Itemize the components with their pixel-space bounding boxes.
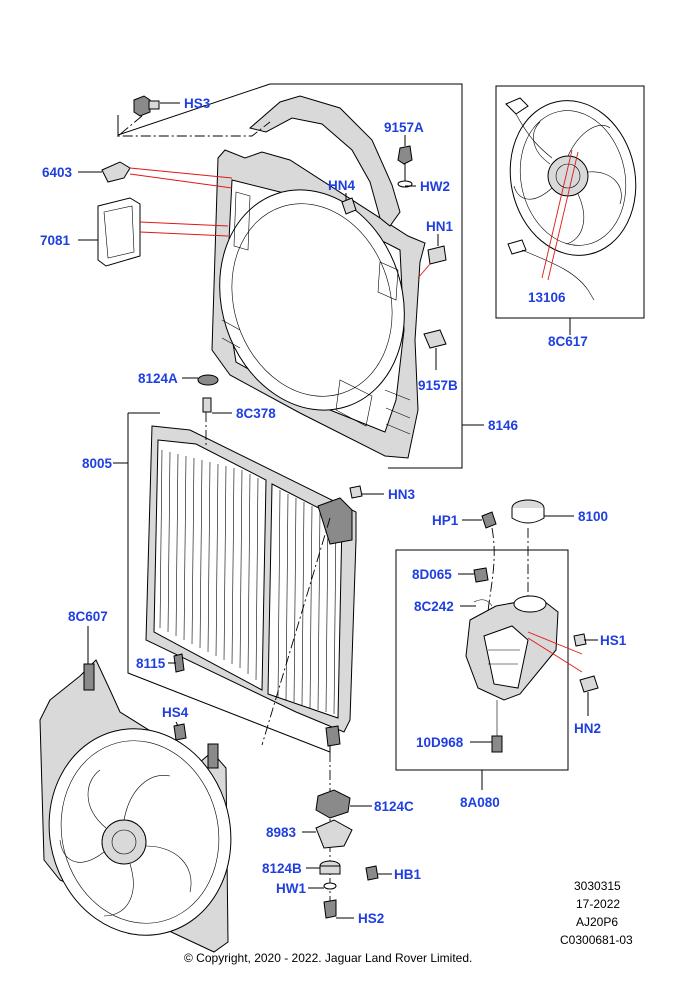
callout-9157B[interactable]: 9157B <box>418 378 458 393</box>
callout-6403[interactable]: 6403 <box>42 165 73 180</box>
callout-8C378[interactable]: 8C378 <box>236 406 276 421</box>
expansion-tank <box>465 595 583 701</box>
nut-hn1 <box>417 245 447 279</box>
sensor-10D968 <box>491 700 503 753</box>
clip-9157B <box>423 329 447 349</box>
callout-8146[interactable]: 8146 <box>488 418 519 433</box>
cap-8100 <box>511 499 545 596</box>
sensor-8D065 <box>473 567 489 583</box>
radiator-group-outline <box>113 412 331 753</box>
callout-HS3[interactable]: HS3 <box>184 96 211 111</box>
copyright-notice: © Copyright, 2020 - 2022. Jaguar Land Ro… <box>184 951 472 965</box>
callout-8D065[interactable]: 8D065 <box>412 567 452 582</box>
bush-8124B <box>319 860 341 875</box>
callout-HW2[interactable]: HW2 <box>420 179 450 194</box>
ref-line-3: AJ20P6 <box>576 915 618 929</box>
callout-HN3[interactable]: HN3 <box>388 487 415 502</box>
callout-HS2[interactable]: HS2 <box>358 911 384 926</box>
ref-line-1: 3030315 <box>574 879 621 893</box>
screw-hs3 <box>116 95 271 137</box>
callout-HS4[interactable]: HS4 <box>162 705 189 720</box>
bracket-6403 <box>101 161 233 189</box>
callout-HN1[interactable]: HN1 <box>426 219 453 234</box>
radiator <box>145 425 357 747</box>
nut-hn3 <box>349 485 363 499</box>
fan-shroud <box>211 149 426 459</box>
callout-8124C[interactable]: 8124C <box>374 799 414 814</box>
callout-10D968[interactable]: 10D968 <box>416 735 464 750</box>
callout-HP1[interactable]: HP1 <box>432 513 459 528</box>
radiator-core-fins <box>159 449 337 715</box>
washer-hw1 <box>323 882 337 890</box>
callout-8983[interactable]: 8983 <box>266 825 297 840</box>
ref-line-2: 17-2022 <box>576 897 620 911</box>
hose-clip-hp1 <box>481 511 497 613</box>
fan-shroud-group-box <box>117 83 484 469</box>
callout-HW1[interactable]: HW1 <box>276 881 306 896</box>
callout-HN2[interactable]: HN2 <box>574 721 601 736</box>
seal-7081 <box>97 197 229 267</box>
callout-8124B[interactable]: 8124B <box>262 861 302 876</box>
bolt-hs4 <box>173 723 187 741</box>
callout-13106[interactable]: 13106 <box>528 290 566 305</box>
callout-8115[interactable]: 8115 <box>136 656 166 671</box>
callout-8A080[interactable]: 8A080 <box>460 795 500 810</box>
leader-lines <box>78 102 598 919</box>
fan-cowl-lower <box>39 659 232 953</box>
bolt-hb1 <box>365 865 379 881</box>
ref-line-4: C0300681-03 <box>560 933 633 947</box>
nut-hn2 <box>579 675 599 693</box>
mount-8124C <box>315 789 351 819</box>
bracket-8983 <box>315 819 353 849</box>
clip-8C242 <box>473 599 493 607</box>
fan-assembly-box <box>495 85 645 335</box>
callout-8C242[interactable]: 8C242 <box>414 599 454 614</box>
bolt-hs2 <box>323 899 337 919</box>
callout-8005[interactable]: 8005 <box>82 456 113 471</box>
shroud-upper-bracket <box>248 95 401 227</box>
callout-7081[interactable]: 7081 <box>40 233 71 248</box>
expansion-tank-box <box>395 549 569 790</box>
callout-HN4[interactable]: HN4 <box>328 178 355 193</box>
callout-labels: HS3 6403 7081 9157A HN4 HW2 HN1 9157B 81… <box>40 96 627 926</box>
fastener-9157A <box>397 145 413 188</box>
callout-9157A[interactable]: 9157A <box>384 120 424 135</box>
callout-HB1[interactable]: HB1 <box>394 867 421 882</box>
callout-8100[interactable]: 8100 <box>578 509 608 524</box>
screw-hs1 <box>573 633 587 647</box>
drawing-reference: 3030315 17-2022 AJ20P6 C0300681-03 <box>560 879 633 947</box>
callout-HS1[interactable]: HS1 <box>600 633 627 648</box>
bolt-8115 <box>173 653 185 673</box>
callout-8C617[interactable]: 8C617 <box>548 334 588 349</box>
mount-8124A <box>197 374 219 413</box>
callout-8C607[interactable]: 8C607 <box>68 609 108 624</box>
nut-hn4 <box>341 197 357 215</box>
callout-8124A[interactable]: 8124A <box>138 371 178 386</box>
cooling-fan-assembly <box>505 97 637 301</box>
